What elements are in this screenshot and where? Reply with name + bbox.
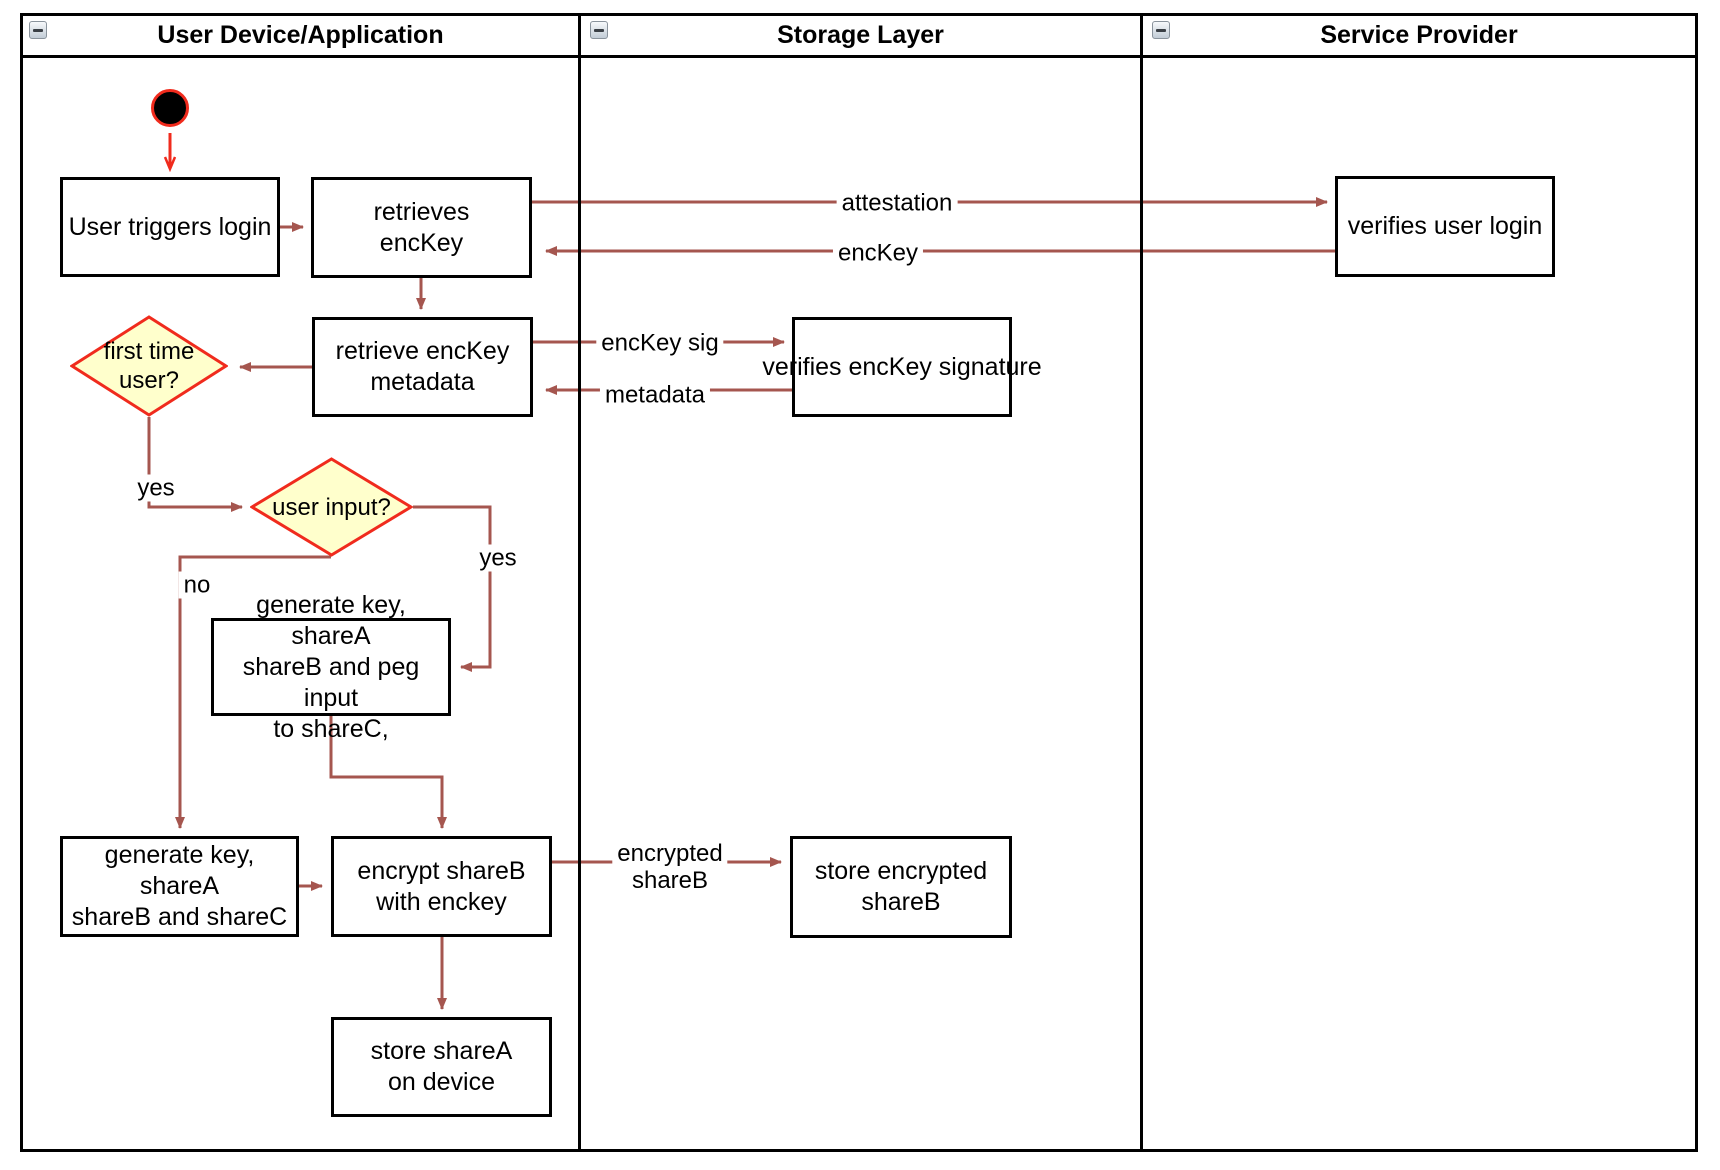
decision-user-input[interactable]: user input? <box>250 457 413 557</box>
edge-label-encrypted-shareb[interactable]: encrypted shareB <box>612 840 728 894</box>
lane-divider-1 <box>578 13 581 1152</box>
node-store-sharea[interactable]: store shareA on device <box>331 1017 552 1117</box>
edge-peg-to-encrypt[interactable] <box>329 716 447 829</box>
lane-divider-2 <box>1140 13 1143 1152</box>
frame-left-border <box>20 13 23 1152</box>
decision-label: user input? <box>272 493 391 521</box>
edge-label-attestation[interactable]: attestation <box>836 189 958 217</box>
node-generate-key-peg-input[interactable]: generate key, shareA shareB and peg inpu… <box>211 591 451 743</box>
collapse-minus-icon[interactable] <box>590 21 608 39</box>
edge-firsttime-yes[interactable] <box>147 417 243 512</box>
frame-bottom-border <box>20 1149 1698 1152</box>
node-retrieves-enckey[interactable]: retrieves encKey <box>311 177 532 278</box>
node-verifies-enckey-signature[interactable]: verifies encKey signature <box>762 317 1042 417</box>
edge-label-enckey[interactable]: encKey <box>832 239 924 267</box>
lane-header-storage-layer[interactable]: Storage Layer <box>777 20 944 49</box>
edge-label-metadata[interactable]: metadata <box>599 381 711 409</box>
edge-label-user-input-no[interactable]: no <box>178 571 216 599</box>
lane-header-service-provider[interactable]: Service Provider <box>1320 20 1518 49</box>
edge-label-enckey-sig[interactable]: encKey sig <box>596 329 724 357</box>
frame-top-border <box>20 13 1698 16</box>
edge-label-first-time-yes[interactable]: yes <box>132 474 180 502</box>
node-retrieve-enckey-metadata[interactable]: retrieve encKey metadata <box>312 317 533 417</box>
edge-userinput-yes[interactable] <box>413 505 492 672</box>
node-verifies-user-login[interactable]: verifies user login <box>1335 176 1555 277</box>
diamond-shape <box>250 457 413 557</box>
header-separator <box>20 55 1698 58</box>
start-node[interactable] <box>151 89 189 127</box>
collapse-minus-icon[interactable] <box>29 21 47 39</box>
decision-label: first time user? <box>103 338 195 394</box>
node-store-encrypted-shareb[interactable]: store encrypted shareB <box>790 836 1012 938</box>
collapse-minus-icon[interactable] <box>1152 21 1170 39</box>
diamond-shape <box>70 315 228 417</box>
node-user-triggers-login[interactable]: User triggers login <box>60 177 280 277</box>
edge-userinput-no[interactable] <box>175 555 331 829</box>
node-generate-key-sharec[interactable]: generate key, shareA shareB and shareC <box>60 836 299 937</box>
lane-header-user-device[interactable]: User Device/Application <box>157 20 444 49</box>
edge-label-user-input-yes[interactable]: yes <box>474 544 522 572</box>
node-encrypt-shareb[interactable]: encrypt shareB with enckey <box>331 836 552 937</box>
decision-first-time-user[interactable]: first time user? <box>70 315 228 417</box>
frame-right-border <box>1695 13 1698 1152</box>
